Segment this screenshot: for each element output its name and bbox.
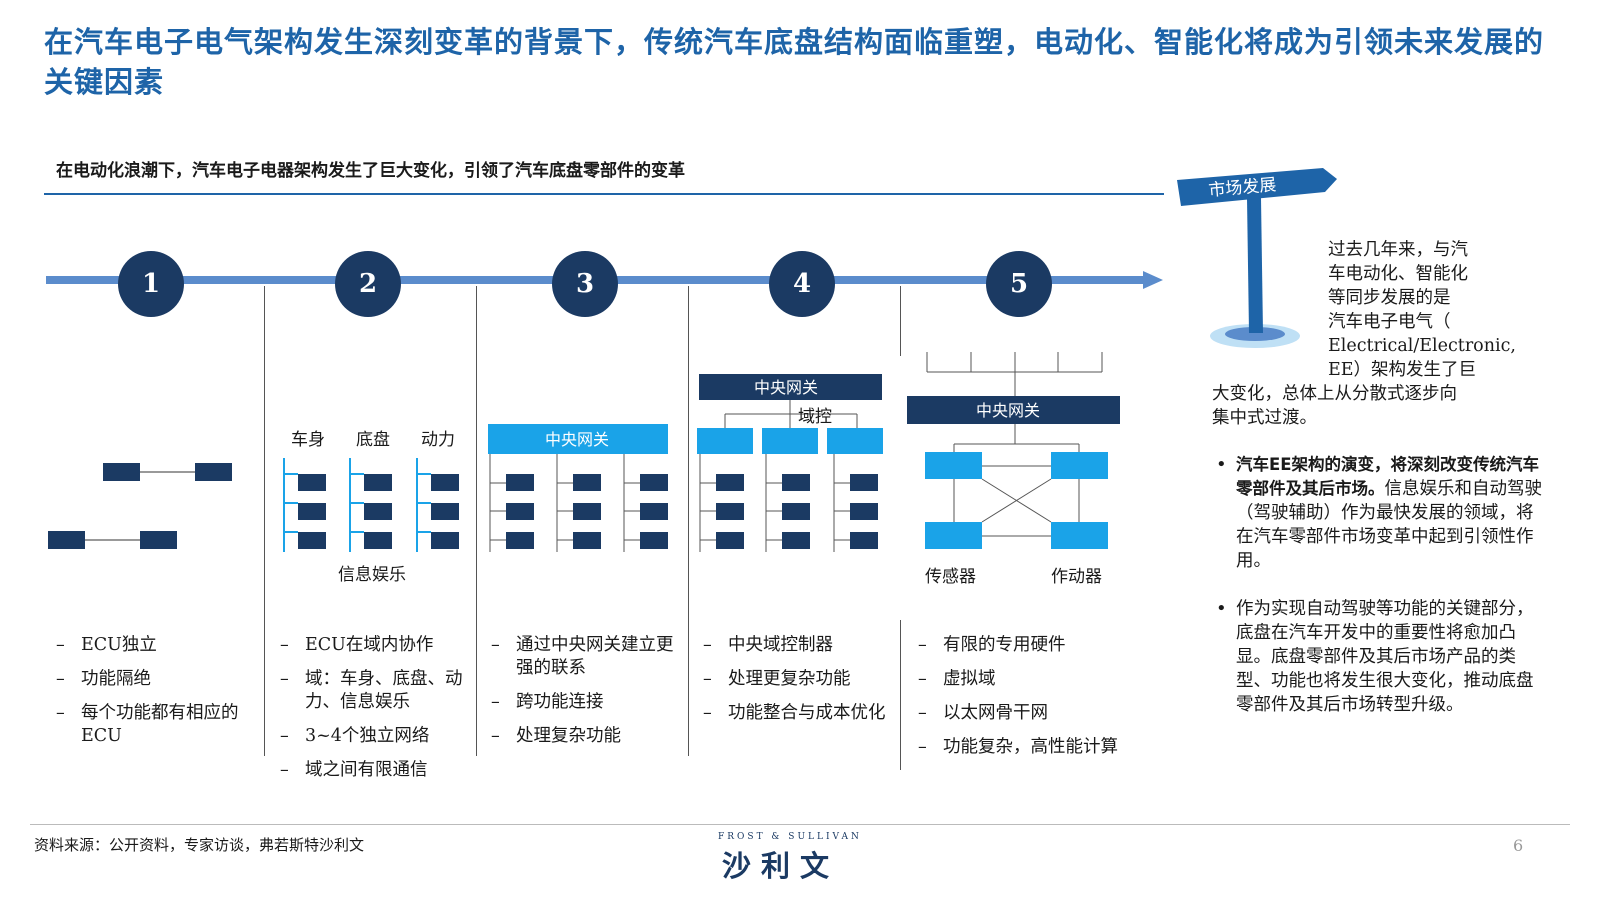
column-divider	[900, 286, 901, 356]
list-item: ECU在域内协作	[280, 634, 470, 657]
domain-label-body: 车身	[291, 430, 325, 450]
stage-3-diagram: 中央网关	[488, 424, 668, 552]
list-item: 每个功能都有相应的ECU	[56, 702, 256, 748]
list-item: 有限的专用硬件	[918, 634, 1128, 657]
brand-logo: 沙利文	[722, 849, 840, 883]
list-item: 通过中央网关建立更强的联系	[491, 634, 681, 680]
list-item: 汽车EE架构的演变，将深刻改变传统汽车零部件及其后市场。信息娱乐和自动驾驶（驾驶…	[1216, 453, 1546, 573]
list-item: ECU独立	[56, 634, 256, 657]
list-item: 处理更复杂功能	[703, 668, 893, 691]
stage-1-diagram	[48, 463, 232, 549]
list-item: 域之间有限通信	[280, 759, 470, 782]
gateway-label: 中央网关	[976, 401, 1040, 420]
footer-divider	[30, 824, 1570, 825]
footer-source: 资料来源：公开资料，专家访谈，弗若斯特沙利文	[34, 836, 365, 854]
step-2-bullets: ECU在域内协作 域：车身、底盘、动力、信息娱乐 3~4个独立网络 域之间有限通…	[280, 634, 470, 793]
ecu-box	[140, 531, 177, 549]
list-item: 跨功能连接	[491, 691, 681, 714]
domain-label-power: 动力	[421, 430, 455, 450]
column-divider	[476, 286, 477, 756]
section-subtitle: 在电动化浪潮下，汽车电子电器架构发生了巨大变化，引领了汽车底盘零部件的变革	[56, 161, 685, 181]
signpost-icon: 市场发展	[1177, 168, 1337, 348]
stage-5-diagram: 中央网关 传感器 作动器	[907, 352, 1120, 587]
sidebar-bullets: 汽车EE架构的演变，将深刻改变传统汽车零部件及其后市场。信息娱乐和自动驾驶（驾驶…	[1216, 453, 1546, 741]
step-5-circle: 5	[986, 251, 1052, 317]
list-item: 作为实现自动驾驶等功能的关键部分，底盘在汽车开发中的重要性将愈加凸显。底盘零部件…	[1216, 597, 1546, 717]
subtitle-divider	[44, 193, 1164, 195]
stage-2-diagram: 车身 底盘 动力 信息娱乐	[283, 430, 459, 585]
gateway-label: 中央网关	[754, 378, 818, 397]
list-item: 处理复杂功能	[491, 725, 681, 748]
step-3-circle: 3	[552, 251, 618, 317]
column-divider	[688, 286, 689, 756]
column-divider	[264, 286, 265, 756]
domain-label-infotainment: 信息娱乐	[338, 565, 406, 585]
brand-logo-top: FROST & SULLIVAN	[718, 832, 862, 842]
step-1-circle: 1	[118, 251, 184, 317]
domain-label-chassis: 底盘	[356, 430, 390, 450]
page-number: 6	[1513, 836, 1524, 855]
actuator-label: 作动器	[1051, 567, 1102, 587]
column-divider	[900, 620, 901, 770]
sidebar-intro: 过去几年来，与汽 车电动化、智能化 等同步发展的是 汽车电子电气（ Electr…	[1328, 240, 1516, 380]
sidebar-intro-tail: 大变化，总体上从分散式逐步向 集中式过渡。	[1212, 384, 1457, 428]
step-4-circle: 4	[769, 251, 835, 317]
sensor-label: 传感器	[925, 567, 976, 587]
gateway-label: 中央网关	[545, 430, 609, 449]
step-4-bullets: 中央域控制器 处理更复杂功能 功能整合与成本优化	[703, 634, 893, 736]
list-item: 中央域控制器	[703, 634, 893, 657]
architecture-diagrams: 车身 底盘 动力 信息娱乐 中央网关 中央网关	[48, 352, 1120, 587]
domain-ctrl-label: 域控	[798, 407, 832, 427]
list-item: 功能复杂，高性能计算	[918, 736, 1128, 759]
list-item: 3~4个独立网络	[280, 725, 470, 748]
step-1-bullets: ECU独立 功能隔绝 每个功能都有相应的ECU	[56, 634, 256, 759]
step-2-circle: 2	[335, 251, 401, 317]
step-5-bullets: 有限的专用硬件 虚拟域 以太网骨干网 功能复杂，高性能计算	[918, 634, 1128, 770]
step-3-bullets: 通过中央网关建立更强的联系 跨功能连接 处理复杂功能	[491, 634, 681, 759]
list-item: 虚拟域	[918, 668, 1128, 691]
central-gateway-box	[488, 424, 668, 454]
timeline-arrow-icon	[1143, 271, 1163, 289]
ecu-box	[48, 531, 85, 549]
central-gateway-box	[907, 396, 1120, 424]
list-item: 功能隔绝	[56, 668, 256, 691]
stage-4-diagram: 中央网关 域控	[697, 374, 883, 552]
ecu-box	[103, 463, 140, 481]
ecu-box	[195, 463, 232, 481]
list-item: 功能整合与成本优化	[703, 702, 893, 725]
central-gateway-box	[699, 374, 882, 400]
list-item: 域：车身、底盘、动力、信息娱乐	[280, 668, 470, 714]
page-title: 在汽车电子电气架构发生深刻变革的背景下，传统汽车底盘结构面临重塑，电动化、智能化…	[44, 25, 1545, 99]
list-item: 以太网骨干网	[918, 702, 1128, 725]
